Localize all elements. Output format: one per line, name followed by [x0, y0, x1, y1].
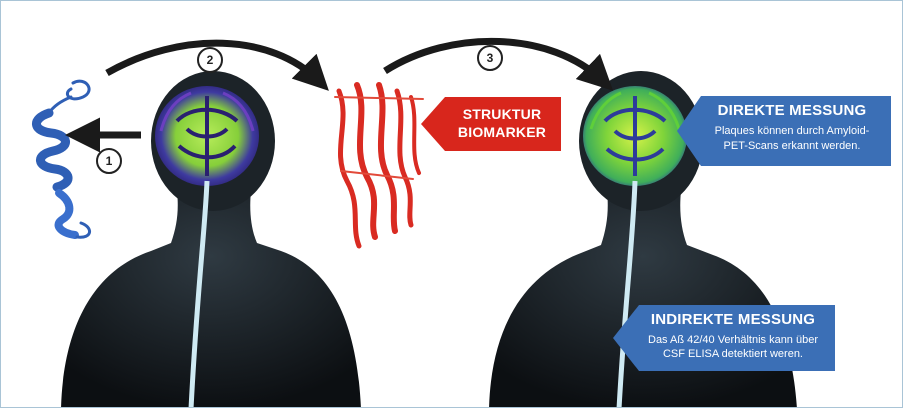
indirect-measurement-text-1: Das Aß 42/40 Verhältnis kann über	[635, 333, 831, 347]
left-brain-scan	[155, 86, 259, 186]
step-2-badge: 2	[197, 47, 223, 73]
structure-biomarker-callout: STRUKTUR BIOMARKER	[421, 97, 561, 151]
structure-biomarker-line-2: BIOMARKER	[443, 123, 561, 141]
right-brain-scan	[583, 86, 687, 186]
structure-biomarker-line-1: STRUKTUR	[443, 105, 561, 123]
indirect-measurement-callout: INDIREKTE MESSUNG Das Aß 42/40 Verhältni…	[613, 305, 835, 371]
step-1-badge: 1	[96, 148, 122, 174]
step-3-badge: 3	[477, 45, 503, 71]
monomer-protein	[36, 81, 89, 237]
direct-measurement-text-1: Plaques können durch Amyloid-	[697, 124, 887, 139]
amyloid-fibril	[335, 85, 423, 246]
indirect-measurement-text-2: CSF ELISA detektiert weren.	[635, 347, 831, 361]
indirect-measurement-title: INDIREKTE MESSUNG	[635, 311, 831, 328]
direct-measurement-text-2: PET-Scans erkannt werden.	[697, 139, 887, 154]
direct-measurement-callout: DIREKTE MESSUNG Plaques können durch Amy…	[677, 96, 891, 166]
direct-measurement-title: DIREKTE MESSUNG	[697, 102, 887, 119]
